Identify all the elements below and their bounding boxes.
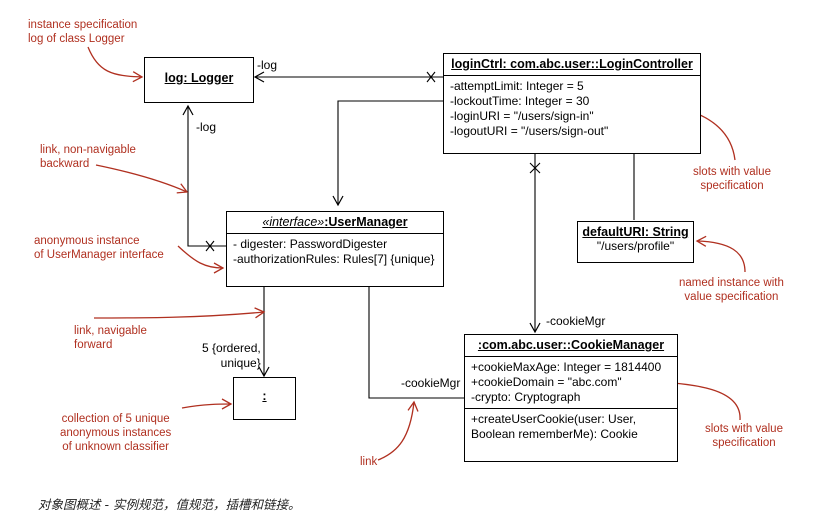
note-named-instance: named instance with value specification: [679, 276, 784, 304]
note-line: instance specification: [28, 19, 138, 31]
link-usermanager-cookie: [368, 287, 464, 399]
note-slots-1: slots with value specification: [693, 165, 771, 193]
cookiemanager-operations: +createUserCookie(user: User, Boolean re…: [465, 408, 677, 445]
note-line: named instance with: [679, 277, 784, 289]
note-line: log of class Logger: [28, 33, 125, 45]
note-line: value specification: [684, 291, 779, 303]
slot: -crypto: Cryptograph: [471, 390, 581, 404]
usermanager-name: :UserManager: [324, 215, 408, 229]
role-cookiemgr-1: -cookieMgr: [546, 314, 606, 328]
note-line: collection of 5 unique: [61, 413, 170, 425]
slot: -authorizationRules: Rules[7] {unique}: [233, 252, 435, 266]
usermanager-slots: - digester: PasswordDigester -authorizat…: [227, 234, 443, 270]
note-link-nonnav: link, non-navigable backward: [40, 143, 136, 171]
multiplicity-line: 5 {ordered,: [202, 341, 261, 355]
nonnav-x-login: [426, 71, 436, 83]
note-slots-2: slots with value specification: [705, 422, 783, 450]
cookiemanager-instance: :com.abc.user::CookieManager +cookieMaxA…: [464, 334, 678, 462]
note-anon-instance: anonymous instance of UserManager interf…: [34, 234, 164, 262]
figure-caption: 对象图概述 - 实例规范，值规范，插槽和链接。: [38, 497, 301, 512]
note-link-nav: link, navigable forward: [74, 324, 147, 352]
nonnav-x-usermanager: [205, 240, 215, 252]
note-line: link, non-navigable: [40, 144, 136, 156]
operation: +createUserCookie(user: User,: [471, 412, 637, 426]
pointer-collection: [181, 398, 233, 410]
note-line: forward: [74, 339, 113, 351]
usermanager-title: «interface»:UserManager: [227, 212, 443, 234]
login-controller-instance: loginCtrl: com.abc.user::LoginController…: [443, 53, 701, 154]
operation: Boolean rememberMe): Cookie: [471, 427, 638, 441]
defaulturi-title: defaultURI: String: [582, 225, 689, 239]
pointer-link-nav: [93, 307, 266, 319]
note-line: of UserManager interface: [34, 249, 164, 261]
slot: +cookieMaxAge: Integer = 1814400: [471, 360, 662, 374]
role-log-1: -log: [257, 58, 278, 72]
pointer-anon-instance: [177, 245, 225, 274]
note-instance-spec: instance specification log of class Logg…: [28, 18, 137, 46]
defaulturi-instance: defaultURI: String "/users/profile": [577, 221, 694, 263]
note-line: slots with value: [693, 166, 771, 178]
note-line: anonymous instances: [60, 427, 172, 439]
note-line: of unknown classifier: [62, 441, 169, 453]
pointer-link: [377, 400, 419, 461]
note-line: specification: [712, 437, 776, 449]
multiplicity-line: unique}: [220, 356, 261, 370]
interface-stereotype: «interface»: [262, 215, 325, 229]
login-controller-title: loginCtrl: com.abc.user::LoginController: [444, 54, 700, 76]
slot: -loginURI = "/users/sign-in": [450, 109, 594, 123]
collection-instance: :: [233, 377, 296, 420]
pointer-named-instance: [695, 235, 746, 273]
role-log-2: -log: [196, 120, 217, 134]
note-line: specification: [700, 180, 764, 192]
slot: +cookieDomain = "abc.com": [471, 375, 622, 389]
note-line: anonymous instance: [34, 235, 140, 247]
pointer-instance-spec: [87, 46, 144, 83]
slot: - digester: PasswordDigester: [233, 237, 388, 251]
login-controller-slots: -attemptLimit: Integer = 5 -lockoutTime:…: [444, 76, 700, 142]
pointer-link-nonnav: [95, 164, 189, 194]
role-cookiemgr-2: -cookieMgr: [401, 376, 461, 390]
note-line: slots with value: [705, 423, 783, 435]
multiplicity-label: 5 {ordered, unique}: [202, 341, 261, 371]
link-usermanager-logger: [182, 104, 226, 247]
note-line: link, navigable: [74, 325, 147, 337]
cookiemanager-slots: +cookieMaxAge: Integer = 1814400 +cookie…: [465, 357, 677, 408]
note-link: link: [360, 456, 378, 468]
link-login-usermanager: [332, 100, 443, 207]
nonnav-x-cookie: [529, 162, 541, 174]
defaulturi-value: "/users/profile": [596, 239, 675, 253]
collection-title: :: [262, 389, 267, 403]
slot: -lockoutTime: Integer = 30: [450, 94, 590, 108]
cookiemanager-title: :com.abc.user::CookieManager: [465, 335, 677, 357]
logger-title: log: Logger: [164, 71, 234, 85]
usermanager-instance: «interface»:UserManager - digester: Pass…: [226, 211, 444, 287]
note-line: backward: [40, 158, 90, 170]
logger-instance: log: Logger: [144, 57, 254, 103]
slot: -logoutURI = "/users/sign-out": [450, 124, 609, 138]
note-collection: collection of 5 unique anonymous instanc…: [60, 412, 171, 454]
slot: -attemptLimit: Integer = 5: [450, 79, 584, 93]
